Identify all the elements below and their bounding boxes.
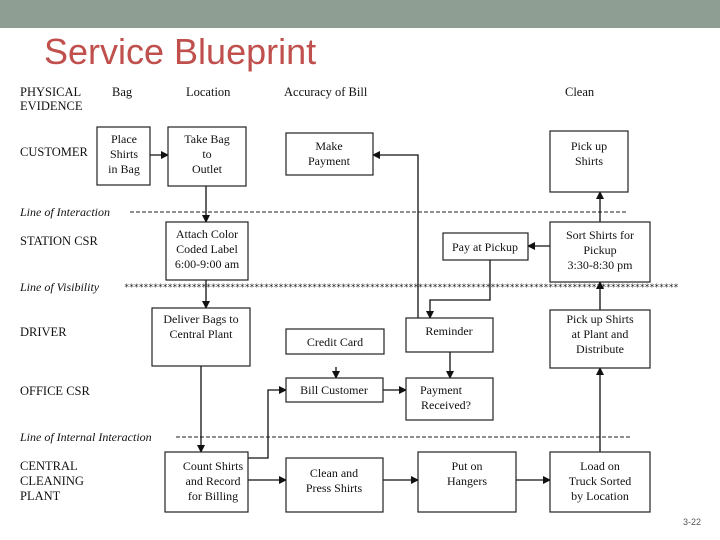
box-put-hangers-line1: Put on [451,459,482,473]
box-make-payment: Make Payment [285,132,374,176]
page-number: 3-22 [683,517,702,527]
arrow-count-to-bill [248,386,287,459]
arrow-reminder-to-make-payment [372,151,419,318]
box-sort-shirts-line1: Sort Shirts for [566,228,634,242]
evidence-clean: Clean [565,85,595,99]
box-attach-color-coded-label: Attach Color Coded Label 6:00-9:00 am [165,221,249,281]
box-count-shirts-line3: for Billing [188,489,238,503]
line-of-visibility: ****************************************… [124,283,678,293]
box-reminder: Reminder [405,317,494,353]
box-count-shirts-line1: Count Shirts [183,459,244,473]
box-deliver-bags-to-central-plant: Deliver Bags to Central Plant [151,307,251,367]
box-pick-up-shirts-line2: Shirts [575,154,603,168]
lane-central-plant-line1: CENTRAL [20,459,78,473]
box-deliver-bags-line2: Central Plant [170,327,234,341]
box-load-on-truck: Load on Truck Sorted by Location [549,451,651,513]
evidence-location: Location [186,85,231,99]
box-sort-shirts-line2: Pickup [583,243,616,257]
box-load-truck-line1: Load on [580,459,620,473]
box-payment-received-line1: Payment [420,383,463,397]
box-put-on-hangers: Put on Hangers [417,451,517,513]
line-of-visibility-label: Line of Visibility [19,280,100,294]
box-clean-press-line1: Clean and [310,466,358,480]
lane-customer: CUSTOMER [20,145,89,159]
box-pick-up-shirts-at-plant: Pick up Shirts at Plant and Distribute [549,309,651,369]
box-place-shirts-in-bag: Place Shirts in Bag [96,126,151,186]
box-sort-shirts-for-pickup: Sort Shirts for Pickup 3:30-8:30 pm [549,221,651,283]
lane-driver: DRIVER [20,325,67,339]
box-pay-at-pickup-label: Pay at Pickup [452,240,518,254]
box-bill-customer-label: Bill Customer [300,383,368,397]
slide-title: Service Blueprint [44,31,317,72]
box-make-payment-line2: Payment [308,154,351,168]
lane-office-csr: OFFICE CSR [20,384,90,398]
arrow-pay-to-reminder [426,260,491,319]
evidence-bag: Bag [112,85,133,99]
flow-connectors [150,151,604,484]
box-payment-received: Payment Received? [405,377,494,421]
box-payment-received-line2: Received? [421,398,471,412]
line-of-internal-interaction-label: Line of Internal Interaction [19,430,152,444]
lane-physical-evidence-line1: PHYSICAL [20,85,81,99]
box-load-truck-line3: by Location [571,489,629,503]
box-bill-customer: Bill Customer [285,377,384,403]
box-pickup-distribute-line3: Distribute [576,342,624,356]
evidence-accuracy-of-bill: Accuracy of Bill [284,85,368,99]
box-reminder-label: Reminder [425,324,472,338]
lane-station-csr: STATION CSR [20,234,98,248]
box-count-shirts: Count Shirts and Record for Billing [164,451,249,513]
box-attach-label-line1: Attach Color [176,227,238,241]
lane-physical-evidence-line2: EVIDENCE [20,99,83,113]
box-count-shirts-line2: and Record [186,474,241,488]
lane-central-plant-line2: CLEANING [20,474,84,488]
box-pickup-distribute-line2: at Plant and [572,327,629,341]
box-clean-and-press-shirts: Clean and Press Shirts [285,457,384,513]
box-take-bag-line2: to [202,147,211,161]
box-place-shirts-line1: Place [111,132,137,146]
box-place-shirts-line2: Shirts [110,147,138,161]
box-take-bag-to-outlet: Take Bag to Outlet [167,126,247,187]
box-take-bag-line3: Outlet [192,162,223,176]
box-attach-label-line3: 6:00-9:00 am [175,257,240,271]
box-credit-card: Credit Card [285,328,385,355]
box-pick-up-shirts: Pick up Shirts [549,130,629,193]
box-pay-at-pickup: Pay at Pickup [442,232,529,261]
box-clean-press-line2: Press Shirts [306,481,363,495]
lane-central-plant-line3: PLANT [20,489,61,503]
box-put-hangers-line2: Hangers [447,474,487,488]
box-make-payment-line1: Make [315,139,342,153]
box-pick-up-shirts-line1: Pick up [571,139,607,153]
box-credit-card-label: Credit Card [307,335,363,349]
box-take-bag-line1: Take Bag [184,132,229,146]
box-load-truck-line2: Truck Sorted [569,474,632,488]
slide-top-bar [0,0,720,28]
box-pickup-distribute-line1: Pick up Shirts [566,312,634,326]
box-sort-shirts-line3: 3:30-8:30 pm [568,258,634,272]
box-deliver-bags-line1: Deliver Bags to [163,312,238,326]
box-place-shirts-line3: in Bag [108,162,140,176]
box-attach-label-line2: Coded Label [176,242,238,256]
line-of-interaction-label: Line of Interaction [19,205,110,219]
